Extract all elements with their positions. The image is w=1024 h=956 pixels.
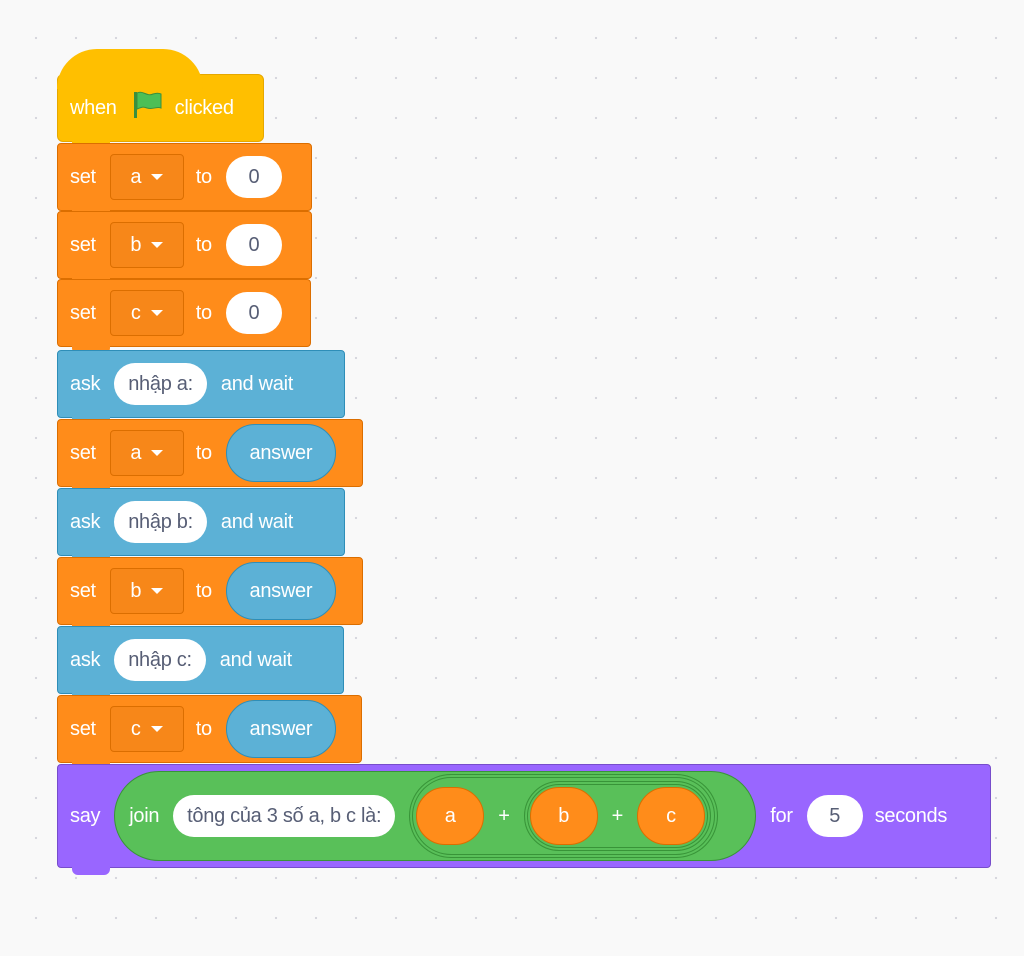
set-a-to-0-block[interactable]: set a to 0 (57, 143, 312, 218)
set-b-to-answer-block[interactable]: set b to answer (57, 557, 363, 632)
and-wait-label: and wait (219, 648, 292, 671)
set-label: set (70, 441, 96, 464)
clicked-label: clicked (174, 96, 234, 119)
to-label: to (195, 233, 212, 256)
join-label: join (129, 804, 160, 827)
variable-name: b (130, 233, 142, 256)
question-input[interactable]: nhập a: (114, 363, 207, 405)
hat-top (57, 49, 203, 89)
caret-down-icon (150, 726, 163, 732)
value-input[interactable]: 0 (225, 292, 282, 334)
variable-name: c (130, 301, 141, 324)
variable-dropdown[interactable]: a (109, 154, 184, 200)
and-wait-label: and wait (220, 372, 293, 395)
set-a-to-answer-block[interactable]: set a to answer (57, 419, 363, 494)
variable-dropdown[interactable]: b (109, 222, 184, 268)
set-label: set (70, 717, 96, 740)
variable-reporter-c[interactable]: c (637, 787, 705, 845)
set-label: set (70, 233, 96, 256)
question-input[interactable]: nhập b: (114, 501, 207, 543)
to-label: to (195, 441, 212, 464)
when-flag-clicked-block[interactable]: when clicked (57, 49, 264, 149)
green-flag-icon (131, 90, 163, 126)
variable-dropdown[interactable]: a (109, 430, 184, 476)
answer-reporter[interactable]: answer (225, 424, 336, 482)
add-reporter-inner[interactable]: b + c (523, 781, 711, 851)
caret-down-icon (151, 588, 164, 594)
plus-operator: + (498, 804, 510, 827)
when-label: when (70, 96, 117, 119)
caret-down-icon (151, 242, 164, 248)
to-label: to (195, 579, 212, 602)
set-c-to-answer-block[interactable]: set c to answer (57, 695, 362, 770)
variable-name: b (130, 579, 142, 602)
add-reporter-outer[interactable]: a + b + c (409, 774, 718, 858)
seconds-input[interactable]: 5 (806, 795, 863, 837)
plus-operator: + (611, 804, 624, 827)
caret-down-icon (150, 310, 163, 316)
join-text-input[interactable]: tông của 3 số a, b c là: (173, 795, 396, 837)
variable-name: c (130, 717, 141, 740)
to-label: to (195, 165, 212, 188)
set-label: set (70, 579, 96, 602)
say-label: say (70, 804, 101, 827)
ask-b-block[interactable]: ask nhập b: and wait (57, 488, 345, 563)
to-label: to (195, 717, 212, 740)
caret-down-icon (151, 450, 164, 456)
answer-reporter[interactable]: answer (225, 700, 336, 758)
ask-label: ask (70, 648, 101, 671)
to-label: to (195, 301, 212, 324)
variable-name: a (130, 441, 142, 464)
ask-a-block[interactable]: ask nhập a: and wait (57, 350, 345, 425)
variable-name: a (130, 165, 142, 188)
and-wait-label: and wait (220, 510, 293, 533)
set-b-to-0-block[interactable]: set b to 0 (57, 211, 312, 286)
question-input[interactable]: nhập c: (114, 639, 206, 681)
variable-dropdown[interactable]: b (109, 568, 184, 614)
ask-label: ask (70, 372, 101, 395)
say-for-seconds-block[interactable]: say join tông của 3 số a, b c là: a + b … (57, 764, 991, 875)
variable-dropdown[interactable]: c (109, 290, 184, 336)
value-input[interactable]: 0 (225, 156, 282, 198)
answer-reporter[interactable]: answer (225, 562, 336, 620)
join-reporter[interactable]: join tông của 3 số a, b c là: a + b + c (114, 771, 757, 861)
seconds-label: seconds (874, 804, 948, 827)
set-c-to-0-block[interactable]: set c to 0 (57, 279, 311, 354)
variable-reporter-b[interactable]: b (529, 787, 598, 845)
set-label: set (70, 165, 96, 188)
variable-reporter-a[interactable]: a (416, 787, 485, 845)
for-label: for (770, 804, 793, 827)
block-notch (72, 867, 110, 875)
ask-label: ask (70, 510, 101, 533)
ask-c-block[interactable]: ask nhập c: and wait (57, 626, 344, 701)
value-input[interactable]: 0 (225, 224, 282, 266)
caret-down-icon (151, 174, 164, 180)
set-label: set (70, 301, 96, 324)
variable-dropdown[interactable]: c (109, 706, 184, 752)
